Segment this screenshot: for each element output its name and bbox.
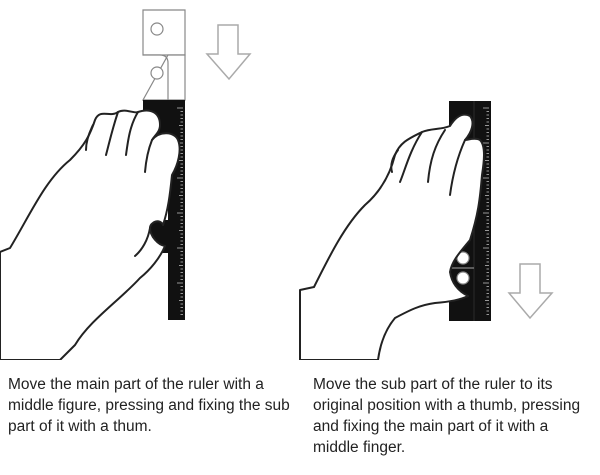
step-2-illustration <box>299 101 554 360</box>
sub-ruler-ghost <box>449 251 474 285</box>
step-1-caption: Move the main part of the ruler with a m… <box>8 376 290 435</box>
hand <box>0 109 181 360</box>
illustration <box>0 9 554 360</box>
ghost-ruler-positions <box>141 9 186 101</box>
step-2-caption: Move the sub part of the ruler to its or… <box>313 376 581 456</box>
step-1-illustration <box>0 9 252 360</box>
arrow-down-icon <box>507 263 554 320</box>
arrow-down-icon <box>205 24 252 81</box>
hand <box>299 113 485 360</box>
